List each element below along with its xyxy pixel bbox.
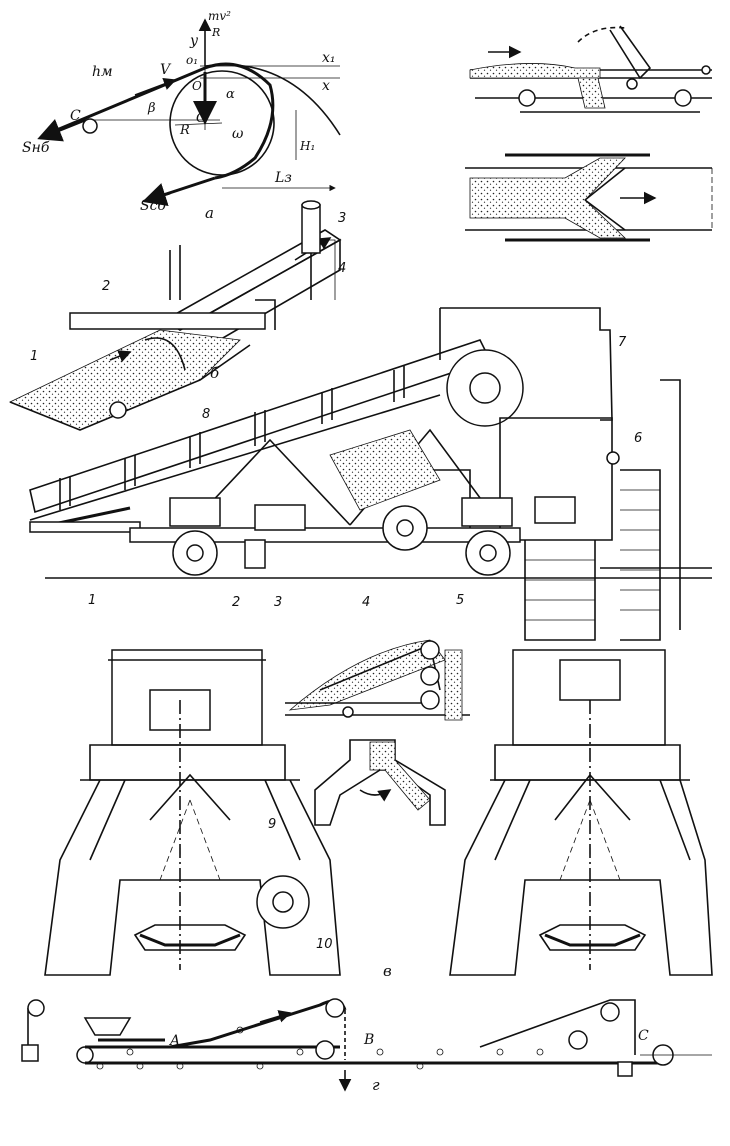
- svg-text:3: 3: [274, 595, 282, 610]
- label-v: V: [160, 62, 172, 78]
- label-x1: x₁: [322, 50, 336, 66]
- svg-text:7: 7: [618, 335, 627, 350]
- svg-text:5: 5: [456, 593, 464, 608]
- diagram-a-pulley-forces: mv² R y o₁ O x₁ x hм V C β α G R ω H₁ Sн…: [22, 9, 341, 222]
- label-o: O: [192, 79, 202, 93]
- svg-text:4: 4: [362, 595, 370, 610]
- label-x: x: [322, 78, 330, 94]
- label-r-over: R: [211, 26, 220, 39]
- panel-letter-v: в: [383, 962, 392, 980]
- panel-letter-b: б: [210, 364, 220, 382]
- velocity-arrow: [134, 77, 177, 96]
- diagram-b-tripper: 3 4 2 1 б: [9, 200, 346, 431]
- label-l3: Lз: [274, 170, 292, 186]
- radius-line: [174, 122, 223, 126]
- label-hm: hм: [92, 64, 113, 80]
- label-omega: ω: [232, 126, 244, 142]
- snb-arrow: [37, 118, 86, 142]
- svg-text:9: 9: [268, 817, 276, 832]
- svg-text:1: 1: [88, 593, 96, 608]
- svg-text:10: 10: [316, 937, 333, 952]
- label-alpha: α: [226, 87, 235, 102]
- label-mv2: mv²: [208, 9, 231, 23]
- diagram-g-conveyor: A B C г: [21, 998, 712, 1094]
- svg-text:8: 8: [202, 407, 210, 422]
- svg-text:C: C: [638, 1028, 649, 1044]
- label-beta: β: [147, 101, 156, 116]
- label-snb: Sнб: [22, 140, 50, 156]
- svg-text:3: 3: [338, 211, 346, 226]
- label-r: R: [179, 123, 190, 138]
- label-y: y: [189, 33, 199, 49]
- label-h1: H₁: [299, 139, 315, 153]
- svg-text:4: 4: [338, 261, 346, 276]
- split-stream-sketch: [465, 153, 713, 242]
- ssb-arrow: [142, 183, 171, 207]
- center-detail-sketches: [285, 639, 470, 826]
- svg-text:A: A: [168, 1033, 180, 1049]
- label-o1: o₁: [186, 53, 198, 67]
- plough-sketch-top: [469, 25, 712, 113]
- svg-text:2: 2: [102, 279, 110, 294]
- label-g: G: [196, 111, 206, 126]
- end-view-right: в: [383, 649, 713, 980]
- panel-letter-g: г: [372, 1076, 380, 1094]
- label-c: C: [70, 108, 81, 124]
- idler-c: [82, 118, 98, 134]
- panel-letter-a: а: [205, 204, 214, 222]
- main-tripper-elevation: 7 6 8 1 2 3 4 5: [29, 307, 712, 641]
- svg-text:6: 6: [634, 431, 642, 446]
- label-ssb: Sсб: [140, 198, 166, 214]
- svg-text:1: 1: [30, 349, 38, 364]
- svg-text:2: 2: [232, 595, 240, 610]
- svg-text:B: B: [363, 1032, 374, 1048]
- end-view-left: 9 10: [44, 649, 341, 976]
